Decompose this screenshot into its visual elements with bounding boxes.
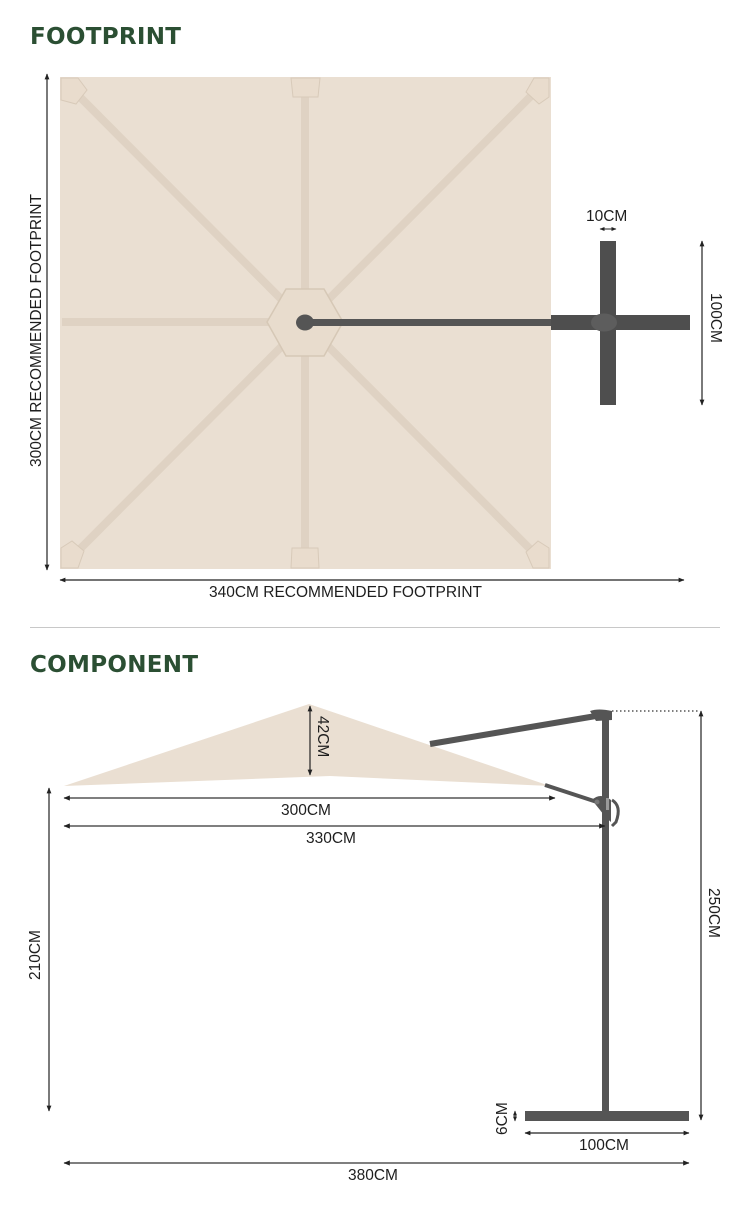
- arm-reach-label: 330CM: [306, 830, 356, 847]
- component-heading: COMPONENT: [30, 652, 199, 678]
- total-width-label: 380CM: [348, 1167, 398, 1184]
- canopy-height-label: 42CM: [314, 716, 331, 758]
- cross-base-top-view: [551, 241, 690, 405]
- section-divider: [30, 627, 720, 628]
- canopy-side: [64, 704, 550, 786]
- footprint-heading: FOOTPRINT: [30, 24, 182, 50]
- base-bar-width-label: 10CM: [586, 208, 628, 225]
- base-width-label: 100CM: [579, 1137, 629, 1154]
- base-side: [525, 1111, 689, 1121]
- hub-joint: [296, 314, 314, 331]
- clearance-label: 210CM: [27, 930, 44, 980]
- umbrella-side-view: [64, 704, 689, 1121]
- total-height-label: 250CM: [705, 888, 722, 938]
- footprint-height-label: 300CM RECOMMENDED FOOTPRINT: [28, 194, 45, 467]
- footprint-width-label: 340CM RECOMMENDED FOOTPRINT: [209, 584, 482, 601]
- base-thickness-label: 6CM: [494, 1102, 511, 1135]
- canopy-width-label: 300CM: [281, 802, 331, 819]
- base-length-label: 100CM: [707, 293, 724, 343]
- mast: [602, 715, 609, 1113]
- canopy-top-view: [60, 77, 555, 569]
